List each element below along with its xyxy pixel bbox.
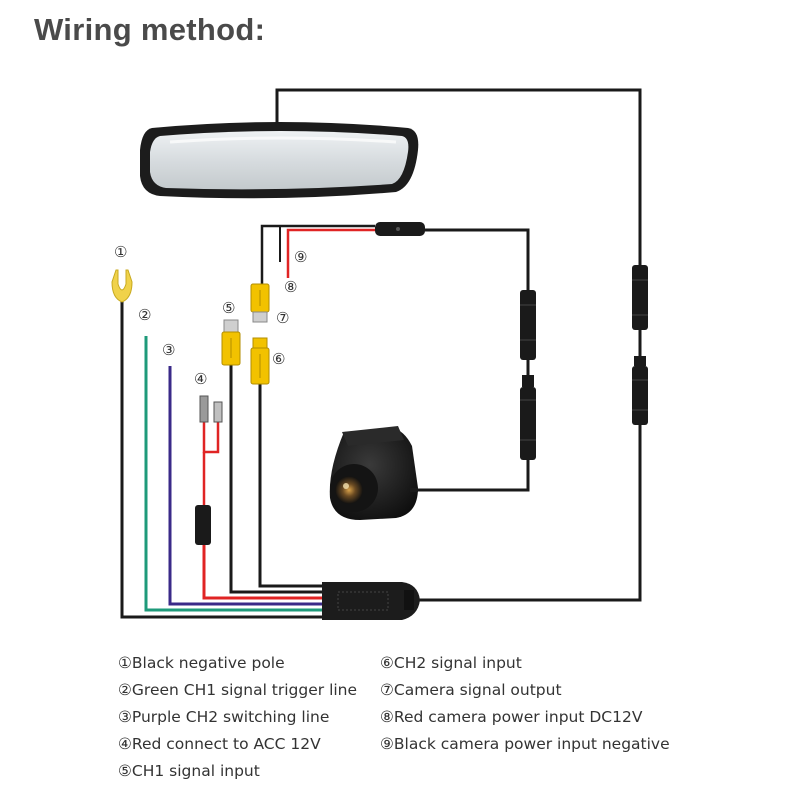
legend-item-3: ③Purple CH2 switching line bbox=[118, 708, 330, 726]
harness-box bbox=[322, 582, 420, 620]
marker-7: ⑦ bbox=[276, 309, 289, 327]
rearview-mirror bbox=[140, 122, 419, 199]
marker-4: ④ bbox=[194, 370, 207, 388]
camera-cable-junction bbox=[375, 222, 425, 236]
rca-connector-camera-out bbox=[250, 283, 270, 323]
rca-connector-ch2 bbox=[250, 337, 270, 385]
camera bbox=[329, 426, 418, 520]
camera-cable-connector-upper bbox=[520, 290, 536, 360]
marker-2: ② bbox=[138, 306, 151, 324]
legend-item-9: ⑨Black camera power input negative bbox=[380, 735, 670, 753]
legend-item-8: ⑧Red camera power input DC12V bbox=[380, 708, 643, 726]
legend-item-4: ④Red connect to ACC 12V bbox=[118, 735, 321, 753]
legend-item-1: ①Black negative pole bbox=[118, 654, 285, 672]
page-title: Wiring method: bbox=[34, 12, 266, 47]
marker-9: ⑨ bbox=[294, 248, 307, 266]
marker-6: ⑥ bbox=[272, 350, 285, 368]
fork-terminal bbox=[111, 269, 133, 303]
legend-left: ①Black negative pole ②Green CH1 signal t… bbox=[118, 650, 357, 785]
marker-1: ① bbox=[114, 243, 127, 261]
camera-cable bbox=[260, 224, 530, 492]
camera-cable-connector-lower bbox=[520, 375, 536, 460]
legend-item-6: ⑥CH2 signal input bbox=[380, 654, 522, 672]
legend-item-5: ⑤CH1 signal input bbox=[118, 762, 260, 780]
mirror-cable-connector-upper bbox=[632, 265, 648, 330]
rca-connector-ch1 bbox=[221, 319, 241, 366]
acc-red-wire bbox=[195, 395, 223, 545]
mirror-cable bbox=[275, 88, 642, 602]
marker-3: ③ bbox=[162, 341, 175, 359]
marker-8: ⑧ bbox=[284, 278, 297, 296]
legend-item-7: ⑦Camera signal output bbox=[380, 681, 562, 699]
marker-5: ⑤ bbox=[222, 299, 235, 317]
mirror-cable-connector-lower bbox=[632, 356, 648, 425]
legend-right: ⑥CH2 signal input ⑦Camera signal output … bbox=[380, 650, 670, 758]
legend-item-2: ②Green CH1 signal trigger line bbox=[118, 681, 358, 699]
harness-wires bbox=[120, 300, 322, 619]
